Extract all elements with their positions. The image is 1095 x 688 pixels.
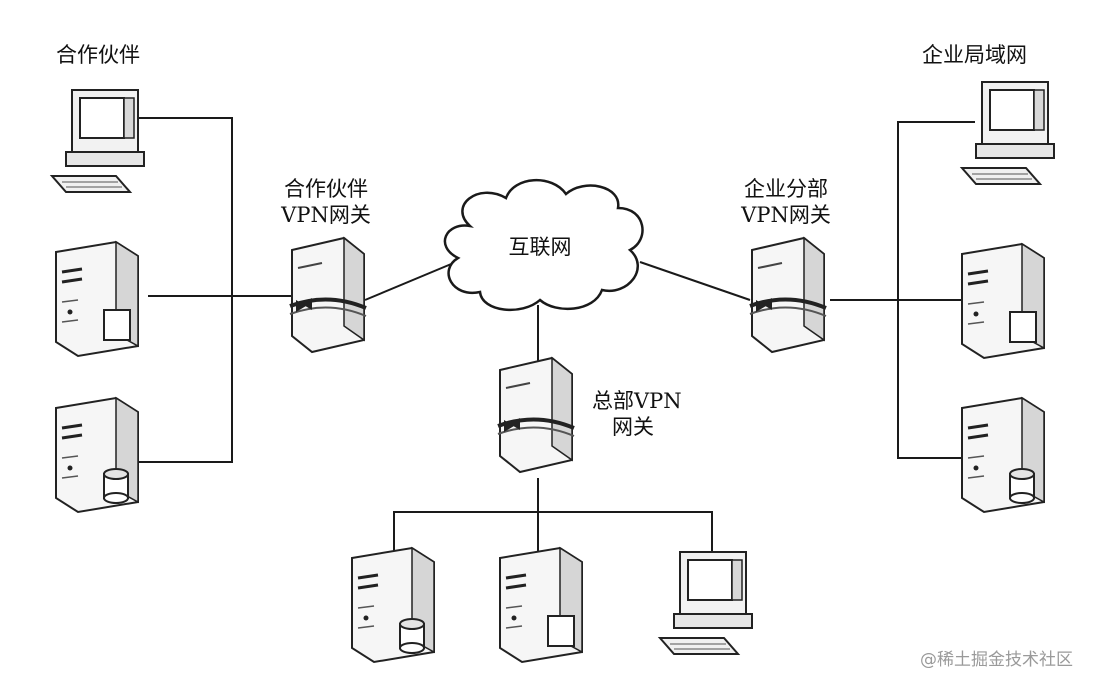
- branch-vpn-gateway-icon: [748, 236, 828, 354]
- enterprise-server-disk-icon: [960, 396, 1046, 514]
- internet-cloud: [443, 179, 644, 312]
- hq-pc-icon: [659, 551, 753, 655]
- partner-server-doc-icon: [54, 240, 140, 358]
- hq-gateway-label-line1: 总部VPN: [592, 389, 682, 413]
- partner-vpn-gateway-icon: [288, 236, 368, 354]
- enterprise-server-doc-icon: [960, 242, 1046, 360]
- partner-gateway-label-line2: VPN网关: [281, 203, 371, 227]
- enterprise-pc-icon: [961, 81, 1055, 185]
- hq-server-doc-icon: [498, 546, 584, 664]
- partner-label: 合作伙伴: [56, 43, 140, 67]
- hq-bus: [393, 511, 713, 552]
- internet-label: 互联网: [508, 235, 572, 259]
- hq-vpn-gateway-icon: [496, 356, 576, 474]
- internet-branch-gateway-link: [639, 261, 751, 301]
- enterprise-lan-label: 企业局域网: [922, 43, 1027, 67]
- partner-gateway-internet-link: [364, 261, 457, 301]
- hq-gateway-label-line2: 网关: [612, 415, 654, 439]
- partner-gateway-label-line1: 合作伙伴: [284, 177, 368, 201]
- partner-bus: [138, 117, 233, 463]
- branch-gateway-label-line2: VPN网关: [741, 203, 831, 227]
- connections: [138, 117, 975, 552]
- watermark: @稀土掘金技术社区: [920, 650, 1073, 670]
- enterprise-bus: [897, 121, 975, 459]
- hq-server-disk-icon: [350, 546, 436, 664]
- branch-gateway-label-line1: 企业分部: [744, 177, 828, 201]
- partner-server-disk-icon: [54, 396, 140, 514]
- partner-pc-icon: [51, 89, 145, 193]
